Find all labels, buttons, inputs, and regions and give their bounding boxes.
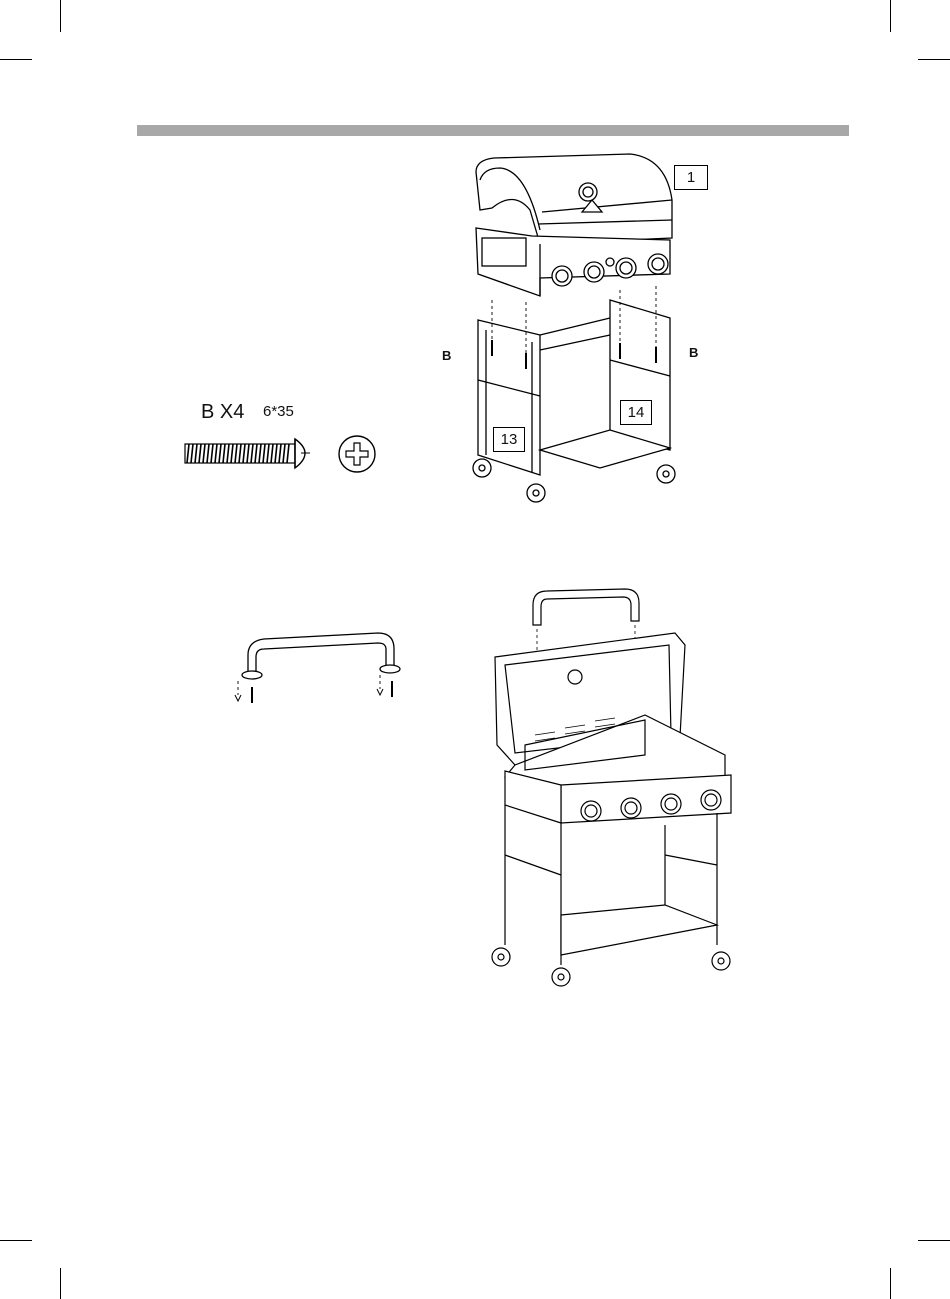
crop-mark <box>918 59 950 60</box>
part-number-13: 13 <box>493 427 525 452</box>
lid-handle-detail <box>228 625 408 710</box>
crop-mark <box>918 1240 950 1241</box>
part-number-14: 14 <box>620 400 652 425</box>
bolt-callout-right: B <box>689 346 698 359</box>
part-number-1: 1 <box>674 165 708 190</box>
crop-mark <box>60 0 61 32</box>
crop-mark <box>0 1240 32 1241</box>
bolt-callout-left: B <box>442 349 451 362</box>
crop-mark <box>0 59 32 60</box>
bolt-quantity-label: B X4 <box>201 402 244 422</box>
burner-box-to-cart-assembly-diagram <box>470 150 715 510</box>
bolt-size-label: 6*35 <box>263 404 294 419</box>
bolt-head-phillips-icon <box>335 433 381 477</box>
handle-to-lid-assembly-diagram <box>485 585 745 995</box>
section-header-bar <box>137 125 849 136</box>
bolt-side-illustration <box>183 436 318 472</box>
crop-mark <box>890 0 891 32</box>
crop-mark <box>890 1268 891 1299</box>
crop-mark <box>60 1268 61 1299</box>
